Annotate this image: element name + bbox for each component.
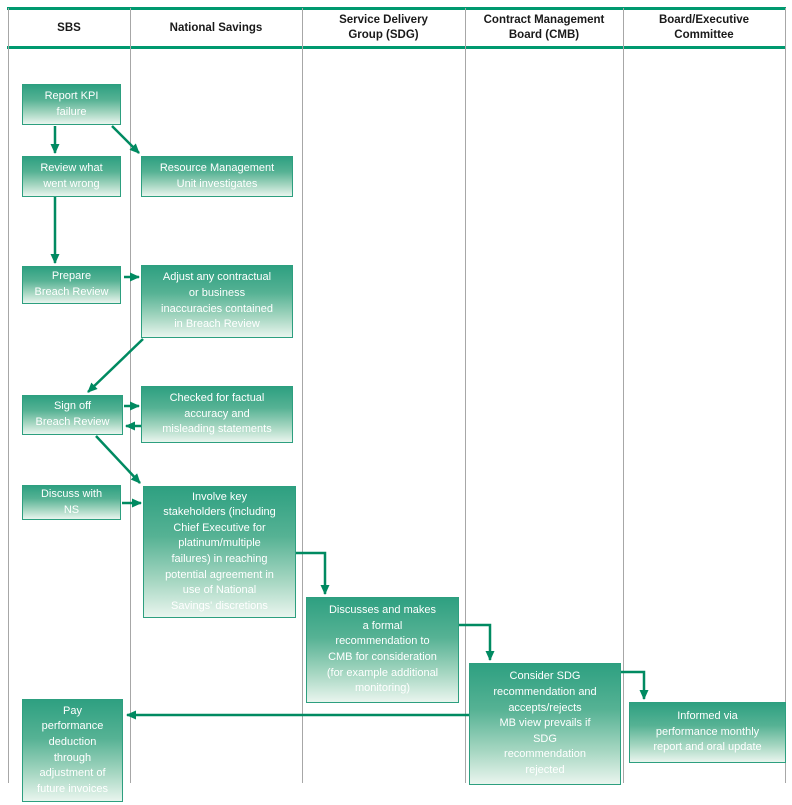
node-sign-off-breach-review: Sign off Breach Review	[22, 395, 123, 435]
arrow-report-to-resource	[111, 125, 140, 154]
node-informed-via-report: Informed via performance monthly report …	[629, 702, 786, 763]
node-resource-management-unit: Resource Management Unit investigates	[141, 156, 293, 197]
arrow-adjust-to-signoff	[87, 338, 144, 393]
arrow-discusses-to-consider	[459, 623, 495, 661]
node-checked-for-accuracy: Checked for factual accuracy and mislead…	[141, 386, 293, 443]
node-consider-sdg-recommendation: Consider SDG recommendation and accepts/…	[469, 663, 621, 785]
lane-divider	[130, 8, 131, 783]
lane-divider	[465, 8, 466, 783]
node-prepare-breach-review: Prepare Breach Review	[22, 266, 121, 304]
node-pay-performance-deduction: Pay performance deduction through adjust…	[22, 699, 123, 802]
lane-header-cmb: Contract Management Board (CMB)	[483, 14, 605, 41]
node-report-kpi-failure: Report KPI failure	[22, 84, 121, 125]
lane-header-national-savings: National Savings	[169, 21, 263, 34]
node-review-what-went-wrong: Review what went wrong	[22, 156, 121, 197]
arrow-involve-to-discusses	[296, 551, 330, 595]
lane-divider	[302, 8, 303, 783]
lane-header-sdg: Service Delivery Group (SDG)	[339, 14, 428, 41]
lane-header-sbs: SBS	[57, 21, 81, 34]
lane-divider	[8, 8, 9, 783]
arrow-consider-to-informed	[621, 670, 649, 700]
lane-header-board-exec: Board/Executive Committee	[658, 14, 750, 41]
node-adjust-inaccuracies: Adjust any contractual or business inacc…	[141, 265, 293, 338]
header-top-rule	[7, 7, 786, 10]
lane-divider	[623, 8, 624, 783]
node-discuss-with-ns: Discuss with NS	[22, 485, 121, 520]
node-discusses-recommendation: Discusses and makes a formal recommendat…	[306, 597, 459, 703]
arrow-signoff-to-involve	[95, 435, 141, 484]
header-bottom-rule	[7, 46, 786, 49]
lane-divider	[785, 8, 786, 783]
node-involve-key-stakeholders: Involve key stakeholders (including Chie…	[143, 486, 296, 618]
